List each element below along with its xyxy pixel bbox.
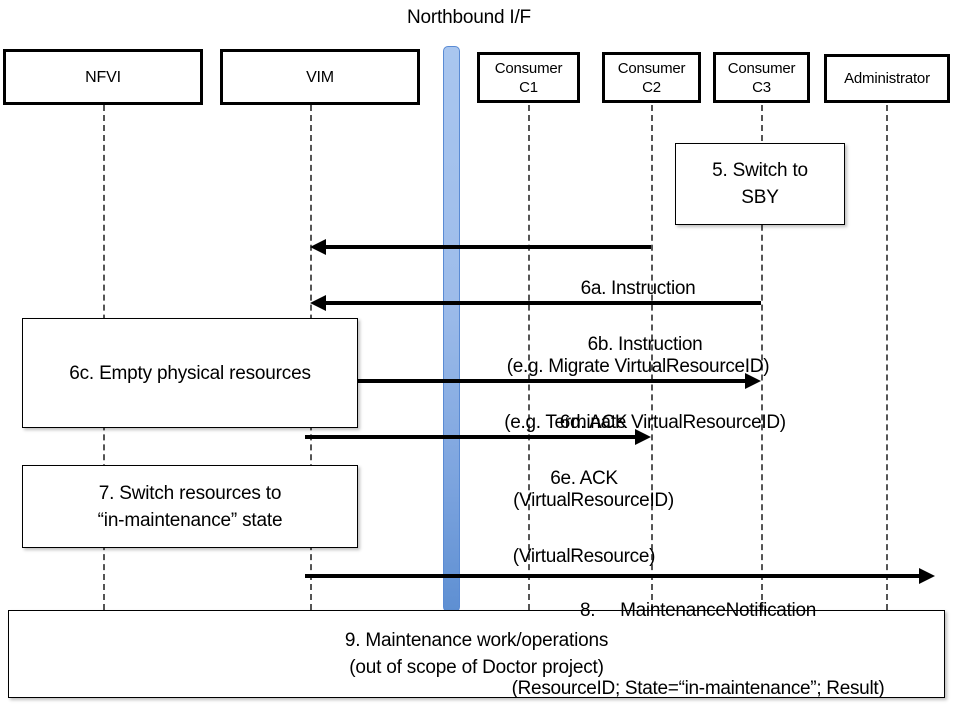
note-text-empty-physical-resources: 6c. Empty physical resources (69, 362, 311, 384)
actor-box-vim[interactable]: VIM (220, 49, 420, 105)
lifeline-consumer-c3 (761, 105, 763, 610)
message-line-6d (358, 379, 745, 383)
actor-box-nfvi[interactable]: NFVI (3, 49, 203, 105)
message-arrowhead-6b (310, 295, 326, 311)
actor-label-consumer-c2: Consumer C2 (617, 59, 686, 96)
actor-box-consumer-c3[interactable]: Consumer C3 (713, 52, 810, 103)
actor-box-consumer-c1[interactable]: Consumer C1 (477, 52, 580, 103)
message-label-6a: 6a. Instruction (e.g. Migrate VirtualRes… (358, 224, 918, 432)
message-arrowhead-6a (310, 239, 326, 255)
message-label-6b-line2: (e.g. Terminate VirtualResourceID) (504, 412, 786, 433)
lifeline-consumer-c2 (651, 105, 653, 610)
actor-label-consumer-c1: Consumer C1 (494, 59, 563, 96)
note-text-switch-resources-in-maintenance: 7. Switch resources to “in-maintenance” … (97, 482, 283, 531)
diagram-title: Northbound I/F (0, 6, 954, 30)
lifeline-administrator (886, 105, 888, 610)
actor-label-nfvi: NFVI (85, 68, 121, 86)
message-line-6a (318, 245, 651, 249)
message-label-6e-line1: 6e. ACK (550, 468, 618, 489)
message-label-6b-line1: 6b. Instruction (587, 334, 703, 355)
actor-box-administrator[interactable]: Administrator (824, 54, 950, 103)
message-label-6d-line1: 6d. ACK (559, 412, 628, 433)
note-box-switch-to-sby[interactable]: 5. Switch to SBY (675, 143, 845, 225)
message-arrowhead-6e (635, 429, 651, 445)
actor-box-consumer-c2[interactable]: Consumer C2 (602, 52, 701, 103)
message-arrowhead-8 (919, 568, 935, 584)
lifeline-consumer-c1 (528, 105, 530, 610)
note-box-empty-physical-resources[interactable]: 6c. Empty physical resources (22, 318, 358, 428)
message-label-6e-line2: (VirtualResource) (512, 546, 656, 567)
message-line-6b (318, 301, 761, 305)
message-line-8 (305, 574, 919, 578)
actor-label-vim: VIM (306, 68, 334, 86)
note-text-switch-to-sby: 5. Switch to SBY (712, 160, 808, 208)
message-label-6d-line2: (VirtualResourceID) (513, 490, 674, 511)
message-label-8: 8. MaintenanceNotification (ResourceID; … (328, 546, 954, 705)
message-label-6a-line2: (e.g. Migrate VirtualResourceID) (506, 356, 770, 377)
message-label-6d: 6d. ACK (VirtualResourceID) (400, 358, 787, 566)
message-label-8-line1: 8. MaintenanceNotification (579, 600, 817, 621)
diagram-title-text: Northbound I/F (407, 7, 531, 28)
message-label-6a-line1: 6a. Instruction (580, 278, 696, 299)
note-text-maintenance-work: 9. Maintenance work/operations (out of s… (344, 630, 609, 678)
message-line-6e (305, 435, 635, 439)
note-box-switch-resources-in-maintenance[interactable]: 7. Switch resources to “in-maintenance” … (22, 465, 358, 548)
message-label-6b: 6b. Instruction (e.g. Terminate VirtualR… (360, 280, 930, 488)
actor-label-administrator: Administrator (844, 70, 930, 87)
actor-label-consumer-c3: Consumer C3 (727, 59, 796, 96)
message-label-6e: 6e. ACK (VirtualResource) (400, 414, 768, 622)
note-box-maintenance-work[interactable]: 9. Maintenance work/operations (out of s… (8, 610, 945, 698)
message-label-8-line2: (ResourceID; State=“in-maintenance”; Res… (511, 678, 885, 699)
message-arrowhead-6d (745, 373, 761, 389)
